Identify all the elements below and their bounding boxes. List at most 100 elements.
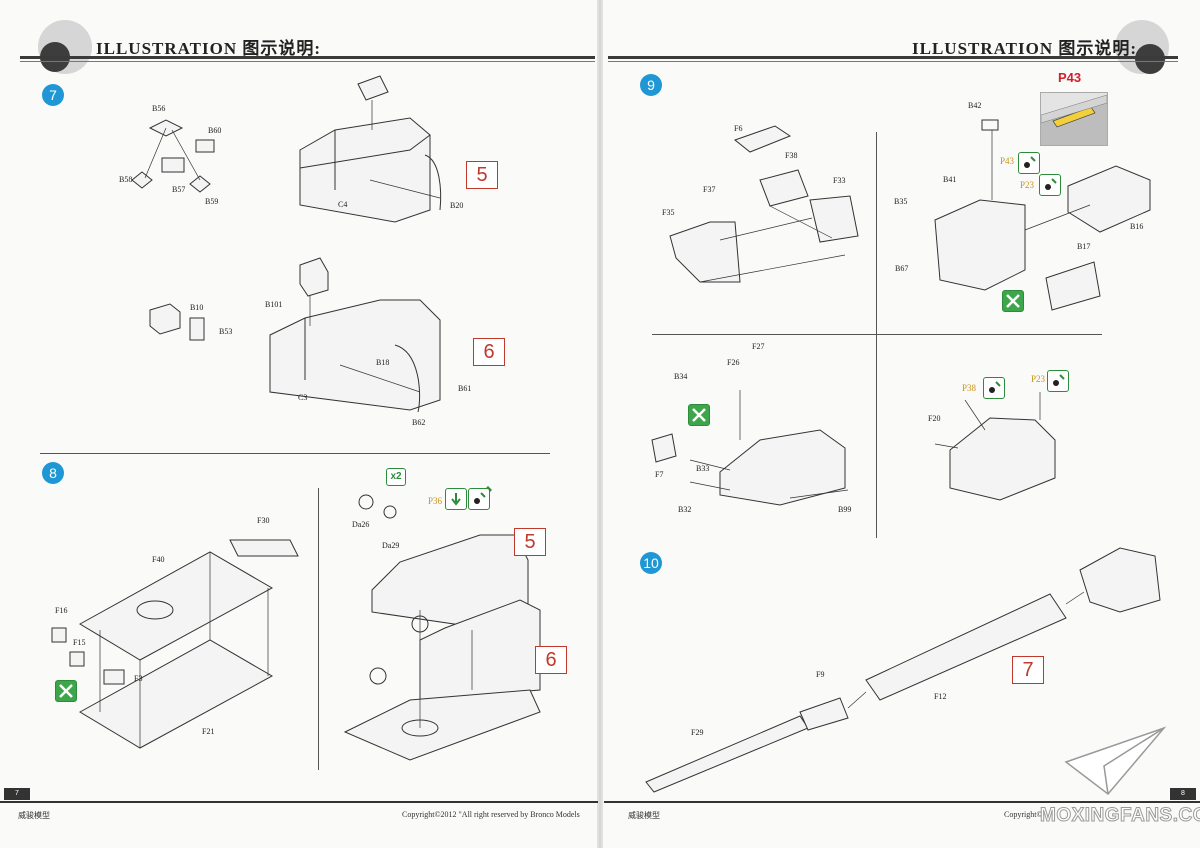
part-label-B18: B18 bbox=[376, 358, 390, 367]
step7-c4-assembly bbox=[299, 75, 442, 223]
reference-callout-7: 7 bbox=[1012, 656, 1044, 684]
part-label-B17: B17 bbox=[1077, 242, 1091, 251]
part-label-B16: B16 bbox=[1130, 222, 1144, 231]
part-label-B10: B10 bbox=[190, 303, 204, 312]
divider-right-vertical bbox=[876, 132, 877, 538]
watermark-text: MOXINGFANS.COM bbox=[1039, 805, 1200, 827]
header-rule-right bbox=[608, 56, 1178, 59]
part-label-B57: B57 bbox=[172, 185, 186, 194]
part-label-F6: F6 bbox=[734, 124, 743, 133]
reference-callout-6: 6 bbox=[473, 338, 505, 366]
cut-remove-icon-step8 bbox=[55, 680, 77, 702]
part-label-B41: B41 bbox=[943, 175, 957, 184]
header-circle-right-dark bbox=[1135, 44, 1165, 74]
page-title-left: ILLUSTRATION 图示说明: bbox=[96, 39, 322, 58]
part-label-B61: B61 bbox=[458, 384, 472, 393]
step-badge-8: 8 bbox=[42, 462, 64, 484]
divider-right-horizontal bbox=[652, 334, 1102, 335]
p43-detail-inset bbox=[1040, 92, 1108, 146]
page-title-right: ILLUSTRATION 图示说明: bbox=[912, 39, 1138, 58]
part-label-P38: P38 bbox=[962, 383, 977, 393]
footer-brand-left: 威骏模型 bbox=[18, 811, 50, 820]
part-label-B56: B56 bbox=[152, 104, 166, 113]
inset-label-P43: P43 bbox=[1058, 70, 1082, 85]
header-rule-right-thin bbox=[608, 61, 1178, 62]
footer-rule-right bbox=[604, 801, 1200, 803]
part-label-F35: F35 bbox=[662, 208, 675, 217]
part-label-B58: B58 bbox=[119, 175, 133, 184]
part-label-P43: P43 bbox=[1000, 156, 1015, 166]
part-label-B35: B35 bbox=[894, 197, 908, 206]
footer-copyright-right: Copyright© bbox=[1004, 810, 1043, 819]
footer-brand-right: 威骏模型 bbox=[628, 811, 660, 820]
part-label-B59: B59 bbox=[205, 197, 219, 206]
step8-hull-frame bbox=[51, 539, 299, 749]
part-label-B20: B20 bbox=[450, 201, 464, 210]
divider-left-vertical bbox=[318, 488, 319, 770]
part-label-B32: B32 bbox=[678, 505, 692, 514]
step10-barrel bbox=[645, 547, 1161, 793]
step8-combined-assembly bbox=[343, 494, 541, 761]
paint-drop-icon-p43 bbox=[1018, 152, 1040, 174]
step9-block-right bbox=[934, 392, 1056, 501]
step9-block-left bbox=[651, 390, 849, 506]
reference-callout-6b: 6 bbox=[535, 646, 567, 674]
reference-callout-5b: 5 bbox=[514, 528, 546, 556]
part-label-F29: F29 bbox=[691, 728, 704, 737]
part-label-C4: C4 bbox=[338, 200, 348, 209]
part-label-F27: F27 bbox=[752, 342, 765, 351]
part-label-Da29: Da29 bbox=[382, 541, 400, 550]
reference-callout-5: 5 bbox=[466, 161, 498, 189]
footer-copyright-left: Copyright©2012 "All right reserved by Br… bbox=[402, 810, 580, 819]
step7-small-parts bbox=[131, 119, 215, 193]
part-label-F30: F30 bbox=[257, 516, 270, 525]
part-label-B62: B62 bbox=[412, 418, 426, 427]
paint-drop-icon-p23 bbox=[1039, 174, 1061, 196]
page-gutter bbox=[597, 0, 603, 848]
part-label-F15: F15 bbox=[73, 638, 86, 647]
paper-plane-logo-icon bbox=[1064, 726, 1167, 796]
cut-remove-icon-step9 bbox=[1002, 290, 1024, 312]
part-label-F3: F3 bbox=[134, 674, 143, 683]
step-badge-10: 10 bbox=[640, 552, 662, 574]
step9-breech-left bbox=[669, 125, 859, 283]
part-label-F38: F38 bbox=[785, 151, 798, 160]
part-label-C3: C3 bbox=[298, 393, 308, 402]
part-label-F20: F20 bbox=[928, 414, 941, 423]
footer-rule-left bbox=[0, 801, 598, 803]
part-label-F7: F7 bbox=[655, 470, 664, 479]
part-label-P23-bottom: P23 bbox=[1031, 374, 1046, 384]
part-label-F12: F12 bbox=[934, 692, 947, 701]
step7-c3-assembly bbox=[149, 257, 441, 413]
step-badge-9: 9 bbox=[640, 74, 662, 96]
part-label-F9: F9 bbox=[816, 670, 825, 679]
page-number-left: 7 bbox=[4, 788, 30, 800]
part-label-B101: B101 bbox=[265, 300, 283, 309]
step-badge-7: 7 bbox=[42, 84, 64, 106]
paint-drop-icon-p23b bbox=[1047, 370, 1069, 392]
part-label-F40: F40 bbox=[152, 555, 165, 564]
step9-breech-right bbox=[934, 119, 1151, 311]
part-label-P36: P36 bbox=[428, 496, 443, 506]
header-rule-left-thin bbox=[20, 61, 595, 62]
quantity-x2-badge: x2 bbox=[386, 468, 406, 486]
part-label-B34: B34 bbox=[674, 372, 688, 381]
part-label-B33: B33 bbox=[696, 464, 710, 473]
page-number-right: 8 bbox=[1170, 788, 1196, 800]
part-label-F16: F16 bbox=[55, 606, 68, 615]
paint-drop-icon-p38 bbox=[983, 377, 1005, 399]
divider-left-horizontal bbox=[40, 453, 550, 454]
part-label-F33: F33 bbox=[833, 176, 846, 185]
part-label-F26: F26 bbox=[727, 358, 740, 367]
part-label-P23-top: P23 bbox=[1020, 180, 1035, 190]
bend-arrow-icon bbox=[445, 488, 467, 510]
part-label-B67: B67 bbox=[895, 264, 909, 273]
part-label-F21: F21 bbox=[202, 727, 215, 736]
part-label-F37: F37 bbox=[703, 185, 716, 194]
part-label-B60: B60 bbox=[208, 126, 222, 135]
cut-remove-icon-step9b bbox=[688, 404, 710, 426]
header-rule-left bbox=[20, 56, 595, 59]
paint-drop-icon bbox=[468, 488, 490, 510]
